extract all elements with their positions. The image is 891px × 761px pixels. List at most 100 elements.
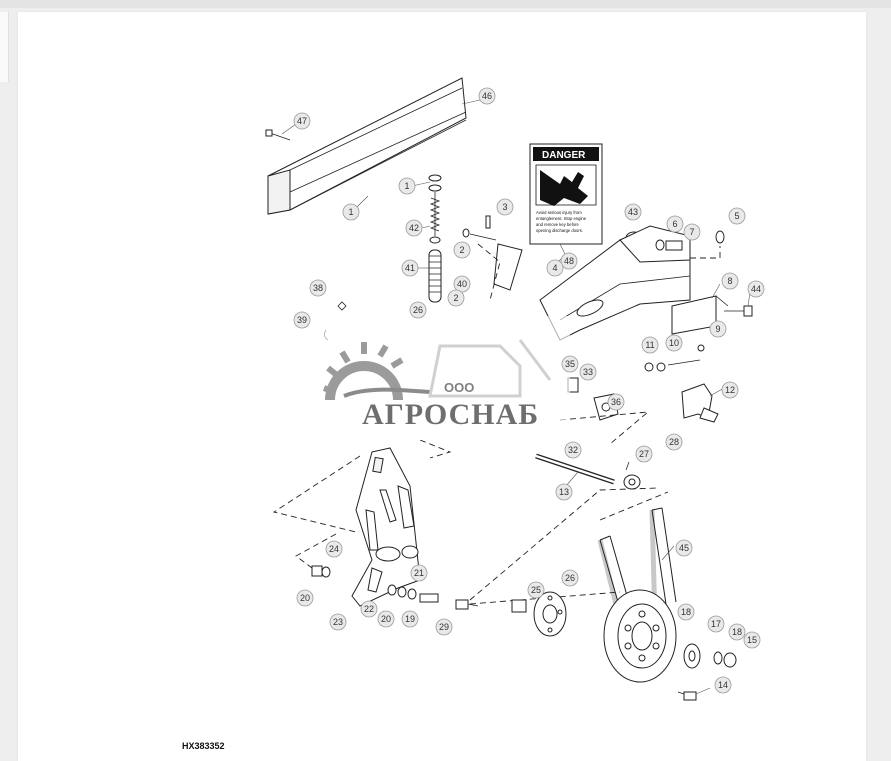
callout-label: 27 bbox=[639, 449, 649, 459]
callout-circle bbox=[675, 539, 693, 557]
callout-circle bbox=[707, 615, 725, 633]
callout-label: 11 bbox=[645, 340, 654, 350]
callout-20: 20 bbox=[296, 589, 314, 607]
link-plate-part bbox=[477, 243, 523, 301]
callout-circle bbox=[747, 280, 765, 298]
callout-12: 12 bbox=[721, 381, 739, 399]
callout-circle bbox=[496, 198, 514, 216]
shield-channel-part bbox=[267, 77, 467, 215]
callout-circle bbox=[398, 177, 416, 195]
hardware-9-10-11-part bbox=[644, 344, 705, 372]
callout-4: 4 bbox=[546, 259, 564, 277]
callout-15: 15 bbox=[743, 631, 761, 649]
callout-circle bbox=[401, 610, 419, 628]
callout-2: 2 bbox=[453, 241, 471, 259]
plate-12-part bbox=[681, 383, 719, 423]
callout-circle bbox=[683, 223, 701, 241]
callout-circle bbox=[709, 320, 727, 338]
assembly-dash-lines bbox=[272, 439, 669, 605]
callout-label: 6 bbox=[672, 219, 677, 229]
callout-circle bbox=[478, 87, 496, 105]
callout-circle bbox=[435, 618, 453, 636]
callout-label: 20 bbox=[300, 593, 310, 603]
callout-label: 32 bbox=[568, 445, 578, 455]
callout-label: 42 bbox=[409, 223, 419, 233]
callout-2: 2 bbox=[447, 289, 465, 307]
callout-circle bbox=[561, 569, 579, 587]
side-plate-part bbox=[351, 447, 421, 607]
callout-circle bbox=[665, 433, 683, 451]
callout-label: 14 bbox=[718, 680, 728, 690]
callout-label: 7 bbox=[689, 227, 694, 237]
callout-circle bbox=[677, 603, 695, 621]
callout-circle bbox=[666, 215, 684, 233]
watermark-prefix: ООО bbox=[444, 380, 474, 395]
callout-circle bbox=[409, 301, 427, 319]
bracket-33-part bbox=[559, 393, 650, 445]
callout-circle bbox=[743, 631, 761, 649]
callout-18: 18 bbox=[728, 623, 746, 641]
bolt-29-part bbox=[455, 599, 479, 610]
callout-circle bbox=[546, 259, 564, 277]
side-panel-edge bbox=[0, 12, 9, 82]
bolt-14-part bbox=[677, 691, 697, 701]
diagram-panel: DANGER Avoid serious injury from entangl… bbox=[18, 12, 866, 761]
callout-label: 13 bbox=[559, 487, 569, 497]
callout-label: 41 bbox=[405, 263, 415, 273]
danger-text-line-3: and remove key before bbox=[536, 222, 580, 227]
callout-label: 4 bbox=[552, 263, 557, 273]
callout-circle bbox=[309, 279, 327, 297]
callout-label: 24 bbox=[329, 544, 339, 554]
callout-circle bbox=[624, 203, 642, 221]
callout-circle bbox=[405, 219, 423, 237]
callout-circle bbox=[447, 289, 465, 307]
hub-part bbox=[511, 591, 567, 637]
callout-3: 3 bbox=[496, 198, 514, 216]
callout-circle bbox=[721, 272, 739, 290]
callout-circle bbox=[453, 241, 471, 259]
callout-group: 4746114241383926324024844367584491011123… bbox=[293, 87, 765, 694]
callout-circle bbox=[329, 613, 347, 631]
callout-26: 26 bbox=[409, 301, 427, 319]
callout-17: 17 bbox=[707, 615, 725, 633]
callout-circle bbox=[293, 311, 311, 329]
callout-circle bbox=[728, 207, 746, 225]
danger-decal: DANGER Avoid serious injury from entangl… bbox=[529, 143, 603, 245]
callout-circle bbox=[721, 381, 739, 399]
callout-25: 25 bbox=[527, 581, 545, 599]
callout-circle bbox=[401, 259, 419, 277]
callout-circle bbox=[607, 393, 625, 411]
hardware-17-18-15-part bbox=[683, 643, 737, 669]
callout-39: 39 bbox=[293, 311, 311, 329]
callout-label: 23 bbox=[333, 617, 343, 627]
callout-label: 25 bbox=[531, 585, 541, 595]
callout-8: 8 bbox=[721, 272, 739, 290]
callout-label: 22 bbox=[364, 604, 374, 614]
hardware-6-7-part bbox=[655, 230, 725, 259]
hardware-20-19-21-part bbox=[311, 565, 439, 603]
callout-40: 40 bbox=[453, 275, 471, 293]
callout-label: 1 bbox=[404, 181, 409, 191]
danger-text-line-2: entanglement. Stop engine bbox=[536, 216, 587, 221]
danger-heading: DANGER bbox=[542, 150, 586, 161]
callout-9: 9 bbox=[709, 320, 727, 338]
callout-45: 45 bbox=[675, 539, 693, 557]
callout-label: 26 bbox=[565, 573, 575, 583]
callout-33: 33 bbox=[579, 363, 597, 381]
callout-24: 24 bbox=[325, 540, 343, 558]
callout-label: 21 bbox=[414, 568, 424, 578]
callout-44: 44 bbox=[747, 280, 765, 298]
danger-text-line-4: opening discharge doors. bbox=[536, 228, 583, 233]
callout-label: 36 bbox=[611, 397, 621, 407]
callout-circle bbox=[714, 676, 732, 694]
callout-label: 29 bbox=[439, 622, 449, 632]
callout-label: 19 bbox=[405, 614, 415, 624]
callout-circle bbox=[641, 336, 659, 354]
callout-13: 13 bbox=[555, 483, 573, 501]
callout-1: 1 bbox=[342, 203, 360, 221]
callout-circle bbox=[293, 112, 311, 130]
figure-id: HX383352 bbox=[182, 741, 225, 751]
callout-43: 43 bbox=[624, 203, 642, 221]
callout-6: 6 bbox=[666, 215, 684, 233]
callout-47: 47 bbox=[293, 112, 311, 130]
